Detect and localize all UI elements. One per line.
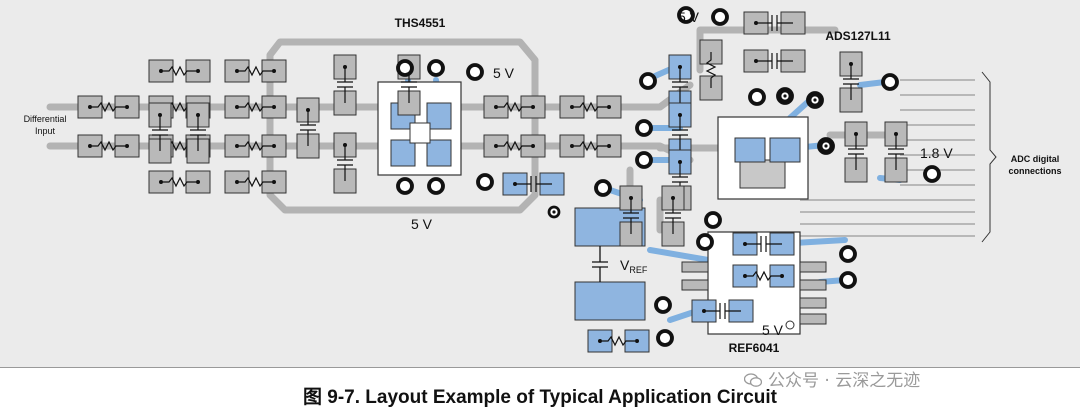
capacitor: [333, 132, 357, 194]
capacitor: [333, 54, 357, 116]
resistor: [699, 39, 723, 101]
capacitor: [661, 185, 685, 247]
resistor: [732, 264, 795, 288]
resistor: [483, 95, 546, 119]
capacitor: [502, 172, 565, 196]
via: [656, 329, 674, 347]
resistor: [77, 95, 140, 119]
via: [594, 179, 612, 197]
resistor: [559, 95, 622, 119]
ads127l11-ic: [717, 116, 809, 200]
ths4551-label: THS4551: [395, 16, 446, 30]
differential-input-label-line1: Differential: [24, 114, 67, 124]
via: [639, 72, 657, 90]
ref6041-label: REF6041: [729, 341, 780, 355]
resistor: [559, 134, 622, 158]
via: [635, 119, 653, 137]
supply-5v-ths-label: 5 V: [493, 65, 515, 81]
resistor: [148, 170, 211, 194]
via: [677, 6, 695, 24]
via: [808, 93, 822, 107]
digital-lines: [800, 79, 975, 237]
supply-5v-adc-label: 5 V: [678, 9, 700, 25]
vias: [396, 6, 941, 347]
watermark-text: 公众号 · 云深之无迹: [768, 371, 921, 391]
via: [396, 59, 414, 77]
watermark: 公众号 · 云深之无迹: [744, 366, 920, 391]
capacitor: [296, 97, 320, 159]
wechat-icon: [744, 373, 762, 387]
via: [654, 296, 672, 314]
adc-digital-label-line2: connections: [1008, 166, 1061, 176]
capacitor: [732, 232, 795, 256]
supply-5v-bottom-label: 5 V: [411, 216, 433, 232]
vref-pad-bottom: [574, 281, 646, 321]
via: [427, 177, 445, 195]
resistor: [224, 134, 287, 158]
via: [704, 211, 722, 229]
capacitor: [839, 51, 863, 113]
via: [748, 88, 766, 106]
pcb-layout-drawing: Differential Input THS4551 ADS127L11 REF…: [24, 6, 1062, 355]
capacitor: [844, 121, 868, 183]
capacitor: [619, 185, 643, 247]
capacitor: [148, 102, 172, 164]
resistor: [587, 329, 650, 353]
capacitor: [186, 102, 210, 164]
via: [696, 233, 714, 251]
via: [839, 245, 857, 263]
via: [839, 271, 857, 289]
resistor: [224, 95, 287, 119]
via: [635, 151, 653, 169]
capacitor: [691, 299, 754, 323]
supply-1v8-label: 1.8 V: [920, 145, 953, 161]
via: [819, 139, 833, 153]
resistor: [148, 59, 211, 83]
vref-label-sub: REF: [629, 265, 648, 275]
capacitor: [743, 49, 806, 73]
resistor: [224, 59, 287, 83]
via: [427, 59, 445, 77]
adc-digital-label-line1: ADC digital: [1011, 154, 1060, 164]
via: [881, 73, 899, 91]
resistor: [483, 134, 546, 158]
passive-components: [77, 11, 908, 353]
digital-bracket: [981, 71, 997, 243]
via: [476, 173, 494, 191]
capacitor: [884, 121, 908, 183]
differential-input-label-line2: Input: [35, 126, 56, 136]
capacitor: [743, 11, 806, 35]
via: [778, 89, 792, 103]
vref-label: VREF: [620, 257, 648, 275]
via: [466, 63, 484, 81]
ads127l11-label: ADS127L11: [825, 29, 891, 43]
supply-5v-ref-label: 5 V: [762, 322, 784, 338]
via: [547, 205, 561, 219]
figure-caption: 图 9-7. Layout Example of Typical Applica…: [302, 387, 778, 408]
via: [396, 177, 414, 195]
via: [711, 8, 729, 26]
vref-capacitor-symbol: [592, 246, 608, 282]
resistor: [224, 170, 287, 194]
vref-label-main: V: [620, 257, 630, 273]
resistor: [77, 134, 140, 158]
via: [923, 165, 941, 183]
